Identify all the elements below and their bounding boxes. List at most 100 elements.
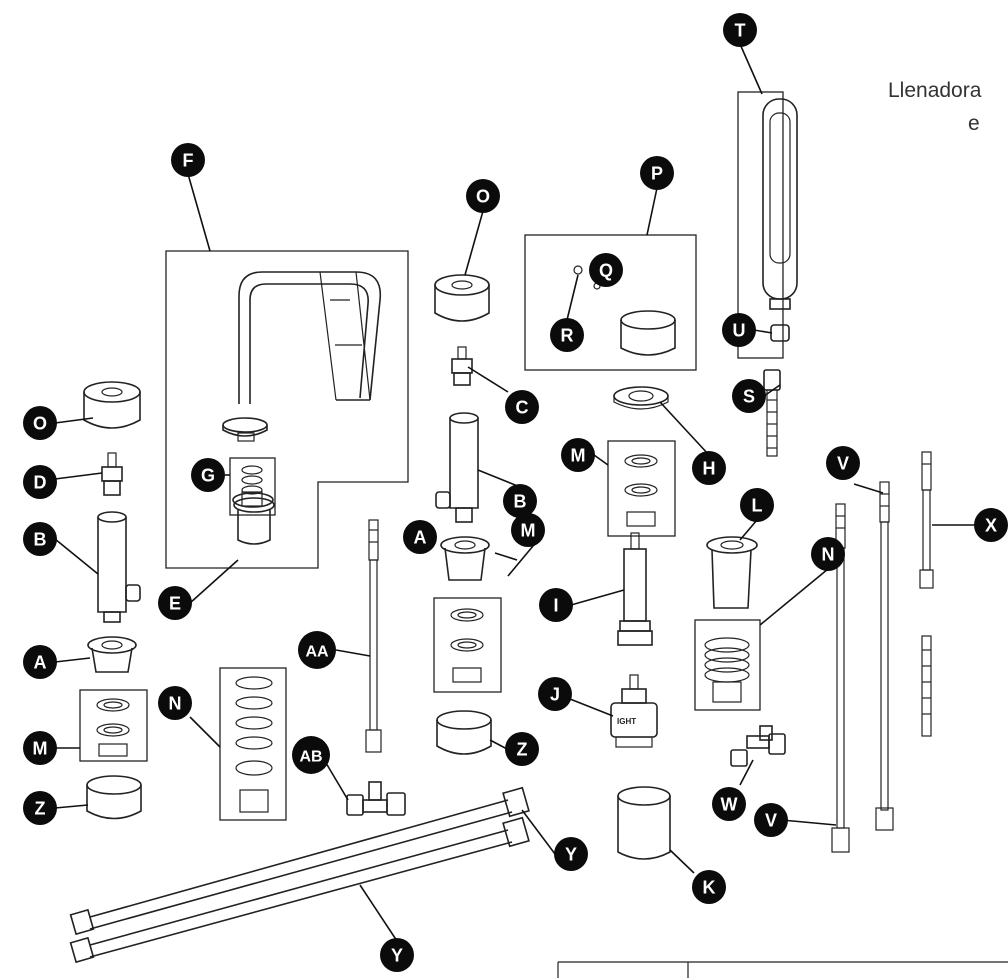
escutcheon-part-left bbox=[83, 381, 141, 429]
svg-text:P: P bbox=[651, 164, 663, 184]
valve-body-part-center bbox=[435, 412, 479, 523]
svg-text:B: B bbox=[514, 492, 527, 512]
svg-text:Z: Z bbox=[35, 799, 46, 819]
svg-text:N: N bbox=[169, 694, 182, 714]
label-y-bottom: Y bbox=[380, 938, 414, 972]
caption-line-2: e bbox=[968, 112, 980, 135]
svg-text:V: V bbox=[765, 811, 777, 831]
svg-text:AA: AA bbox=[305, 644, 329, 661]
svg-text:N: N bbox=[822, 545, 835, 565]
box-g bbox=[229, 457, 276, 516]
valve-stem-part-center bbox=[451, 346, 473, 386]
label-o-center: O bbox=[466, 179, 500, 213]
label-m-left: M bbox=[23, 731, 57, 765]
svg-text:A: A bbox=[34, 653, 47, 673]
valve-stem-part-left bbox=[101, 452, 123, 496]
label-q: Q bbox=[589, 253, 623, 287]
svg-text:O: O bbox=[476, 187, 490, 207]
flange-part-left bbox=[87, 636, 137, 673]
svg-text:Y: Y bbox=[391, 946, 403, 966]
label-v-top: V bbox=[826, 446, 860, 480]
washer-set-part-right bbox=[624, 454, 658, 527]
label-f: F bbox=[171, 143, 205, 177]
label-c: C bbox=[505, 390, 539, 424]
parts-table-fragment bbox=[557, 961, 1008, 978]
diverter-flange-part bbox=[613, 386, 669, 410]
label-g: G bbox=[191, 458, 225, 492]
label-h: H bbox=[692, 451, 726, 485]
box-m-left bbox=[79, 689, 148, 762]
label-z-left: Z bbox=[23, 791, 57, 825]
cartridge-marking: IGHT bbox=[617, 717, 636, 726]
svg-text:O: O bbox=[33, 414, 47, 434]
label-l: L bbox=[740, 488, 774, 522]
label-b-center: B bbox=[503, 484, 537, 518]
escutcheon-part-center bbox=[434, 274, 490, 322]
label-n-right: N bbox=[811, 537, 845, 571]
label-ab: AB bbox=[292, 736, 330, 774]
svg-text:W: W bbox=[721, 795, 738, 815]
box-n-right bbox=[694, 619, 761, 711]
label-j: J bbox=[538, 677, 572, 711]
box-handle-p bbox=[524, 234, 697, 371]
handle-part bbox=[573, 265, 676, 356]
svg-text:F: F bbox=[183, 151, 194, 171]
svg-text:M: M bbox=[521, 521, 536, 541]
flange-part-center bbox=[440, 536, 490, 581]
svg-text:H: H bbox=[703, 459, 716, 479]
tee-fitting-part-left bbox=[346, 781, 406, 816]
tee-fitting-part-right bbox=[730, 725, 786, 767]
label-z-center: Z bbox=[505, 732, 539, 766]
svg-text:M: M bbox=[571, 446, 586, 466]
svg-text:A: A bbox=[414, 528, 427, 548]
spout-insert-part bbox=[241, 465, 263, 507]
trim-ring-part-left bbox=[86, 775, 142, 820]
svg-text:S: S bbox=[743, 387, 755, 407]
label-m-center: M bbox=[511, 513, 545, 547]
supply-hose-part-right bbox=[875, 481, 894, 831]
label-o-left: O bbox=[23, 406, 57, 440]
svg-text:G: G bbox=[201, 466, 215, 486]
leader-lines bbox=[54, 43, 976, 942]
svg-text:D: D bbox=[34, 473, 47, 493]
svg-text:M: M bbox=[33, 739, 48, 759]
box-n-left bbox=[219, 667, 287, 821]
label-x: X bbox=[974, 508, 1008, 542]
label-n-left: N bbox=[158, 686, 192, 720]
hand-shower-part bbox=[762, 98, 798, 342]
label-i: I bbox=[539, 588, 573, 622]
svg-text:Y: Y bbox=[565, 845, 577, 865]
label-k: K bbox=[692, 870, 726, 904]
label-aa: AA bbox=[298, 631, 336, 669]
extension-hose-part bbox=[919, 451, 934, 737]
caption-line-1: Llenadora bbox=[888, 79, 982, 102]
svg-text:V: V bbox=[837, 454, 849, 474]
svg-text:B: B bbox=[34, 530, 47, 550]
svg-text:X: X bbox=[985, 516, 997, 536]
label-y-right: Y bbox=[554, 837, 588, 871]
box-spout-f bbox=[165, 250, 409, 569]
spout-mount-part bbox=[232, 492, 275, 545]
long-hose-part bbox=[69, 786, 530, 964]
trim-ring-part-center bbox=[436, 710, 492, 755]
label-p: P bbox=[640, 156, 674, 190]
label-u: U bbox=[722, 313, 756, 347]
spout-part bbox=[222, 271, 382, 442]
svg-text:Z: Z bbox=[517, 740, 528, 760]
label-d: D bbox=[23, 465, 57, 499]
valve-body-part-left bbox=[97, 511, 141, 623]
label-w: W bbox=[712, 787, 746, 821]
svg-text:E: E bbox=[169, 594, 181, 614]
washer-set-part-center bbox=[450, 608, 484, 683]
svg-text:L: L bbox=[752, 496, 763, 516]
svg-text:Q: Q bbox=[599, 261, 613, 281]
cartridge-part: IGHT bbox=[610, 674, 658, 748]
svg-text:C: C bbox=[516, 398, 529, 418]
svg-text:T: T bbox=[735, 21, 746, 41]
sleeve-part bbox=[617, 786, 671, 860]
label-s: S bbox=[732, 379, 766, 413]
diverter-part bbox=[617, 532, 653, 646]
box-m-center bbox=[433, 597, 502, 693]
short-hose-part bbox=[365, 519, 382, 753]
svg-text:K: K bbox=[703, 878, 716, 898]
